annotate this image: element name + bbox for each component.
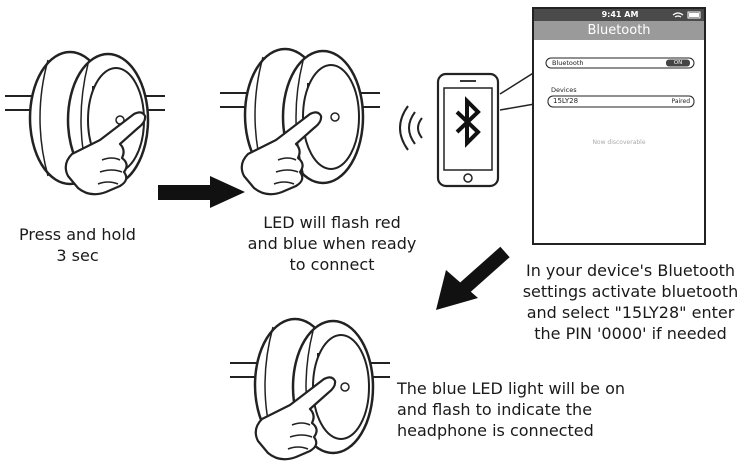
discoverable-text: Now discoverable (592, 139, 646, 146)
caption-line: and flash to indicate the (397, 400, 593, 419)
step3-caption: In your device's Bluetooth settings acti… (508, 260, 753, 344)
caption-line: and select "15LY28" enter (526, 303, 735, 322)
bluetooth-setting-label[interactable]: Bluetooth (552, 59, 584, 67)
battery-icon (687, 11, 701, 19)
caption-line: LED will flash red (263, 213, 401, 232)
step4-caption: The blue LED light will be on and flash … (397, 378, 697, 441)
arrow-right-icon (158, 176, 245, 208)
arrow-down-left-icon (436, 246, 510, 310)
caption-line: the PIN '0000' if needed (534, 324, 727, 343)
caption-line: and blue when ready (247, 234, 417, 253)
wifi-icon (672, 12, 684, 18)
caption-line: settings activate bluetooth (522, 282, 739, 301)
device-name[interactable]: 15LY28 (553, 97, 579, 105)
caption-line: headphone is connected (397, 421, 594, 440)
signal-waves-icon (399, 105, 423, 151)
device-status: Paired (671, 98, 690, 105)
step1-caption: Press and hold 3 sec (0, 224, 155, 266)
step2-caption: LED will flash red and blue when ready t… (232, 212, 432, 275)
devices-header: Devices (551, 86, 577, 94)
caption-line: Press and hold (19, 225, 136, 244)
caption-line: The blue LED light will be on (397, 379, 626, 398)
phone-screen-panel (532, 7, 706, 245)
phone-time: 9:41 AM (601, 10, 639, 19)
bluetooth-icon (455, 96, 481, 148)
bluetooth-toggle[interactable]: ON (673, 60, 683, 66)
caption-line: to connect (289, 255, 375, 274)
caption-line: In your device's Bluetooth (525, 261, 736, 280)
phone-screen-title: Bluetooth (587, 23, 651, 38)
caption-line: 3 sec (56, 246, 99, 265)
